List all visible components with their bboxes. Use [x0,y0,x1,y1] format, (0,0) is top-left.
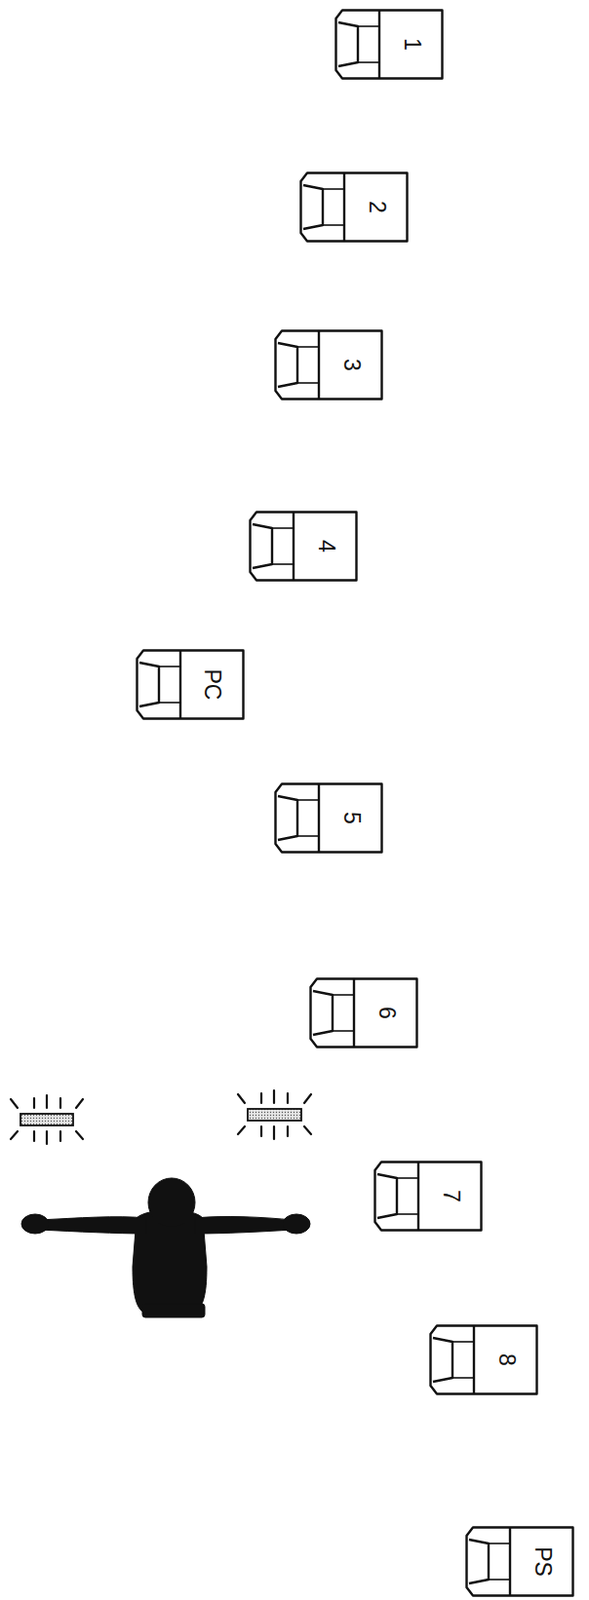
vehicle-number: 6 [374,1007,397,1021]
vehicle-box: 5 [274,783,384,855]
warning-light [237,1091,312,1140]
vehicle-box: 8 [429,1325,539,1397]
vehicle-number: 7 [438,1190,462,1204]
vehicle-box: 7 [373,1161,483,1233]
vehicle-box: 1 [334,8,444,80]
vehicle-outline [309,978,419,1050]
person-silhouette [21,1178,311,1319]
vehicle-box: PS [465,1527,575,1599]
vehicle-outline [274,329,384,401]
vehicle-number: 2 [364,200,388,214]
vehicle-number: PC [200,669,224,702]
vehicle-number: 1 [399,38,423,51]
vehicle-outline [274,783,384,855]
vehicle-box: 3 [274,329,384,401]
vehicle-number: 4 [314,540,337,553]
vehicle-outline [373,1161,483,1233]
vehicle-outline [299,171,409,243]
vehicle-outline [465,1527,575,1599]
vehicle-number: 8 [494,1354,517,1368]
vehicle-number: PS [531,1547,554,1578]
vehicle-outline [135,649,245,721]
vehicle-number: 5 [339,812,362,825]
vehicle-box: PC [135,649,245,721]
vehicle-outline [248,510,358,583]
vehicle-outline [429,1325,539,1397]
vehicle-box: 6 [309,978,419,1050]
vehicle-box: 2 [299,171,409,243]
vehicle-outline [334,8,444,80]
vehicle-box: 4 [248,510,358,583]
vehicle-number: 3 [339,358,362,372]
warning-light [10,1096,83,1145]
